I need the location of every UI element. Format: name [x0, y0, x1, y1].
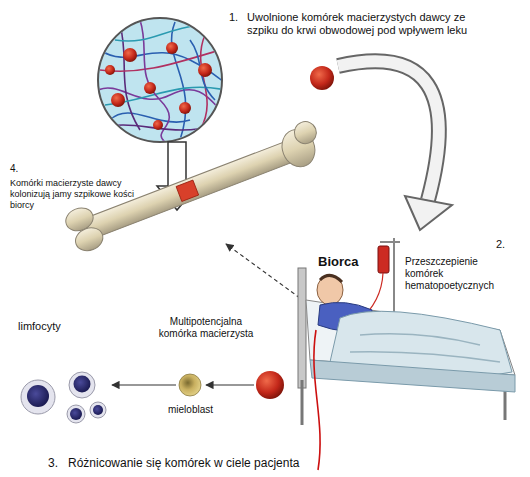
myeloblast-cell	[179, 374, 201, 396]
arrow	[112, 384, 176, 385]
callout-number: 3.	[48, 456, 68, 470]
cell-label: Multipotencjalna komórka macierzysta	[150, 316, 262, 340]
stem-cell	[256, 371, 284, 399]
patient-bed	[298, 268, 515, 425]
callout-number: 4.	[10, 163, 30, 175]
patient-label: Biorca	[318, 254, 378, 270]
callout-number: 2.	[496, 238, 516, 251]
arrow	[206, 384, 254, 385]
dashed-arrow	[226, 244, 300, 298]
step-text: Komórki macierzyste dawcy kolonizują jam…	[10, 178, 152, 210]
lymphocytes	[21, 372, 106, 423]
step-text: Uwolnione komórek macierzystych dawcy ze…	[247, 11, 483, 37]
blood-line	[314, 330, 320, 470]
callout-number: 1.	[229, 11, 249, 24]
magnified-marrow	[98, 18, 230, 142]
step-text: Przeszczepienie komórek hematopoetycznyc…	[405, 256, 515, 292]
stem-cell	[310, 66, 334, 90]
cell-label: mieloblast	[168, 404, 238, 416]
cell-label: limfocyty	[18, 320, 98, 333]
step-text: Różnicowanie się komórek w ciele pacjent…	[68, 456, 388, 470]
curved-arrow	[338, 61, 452, 230]
